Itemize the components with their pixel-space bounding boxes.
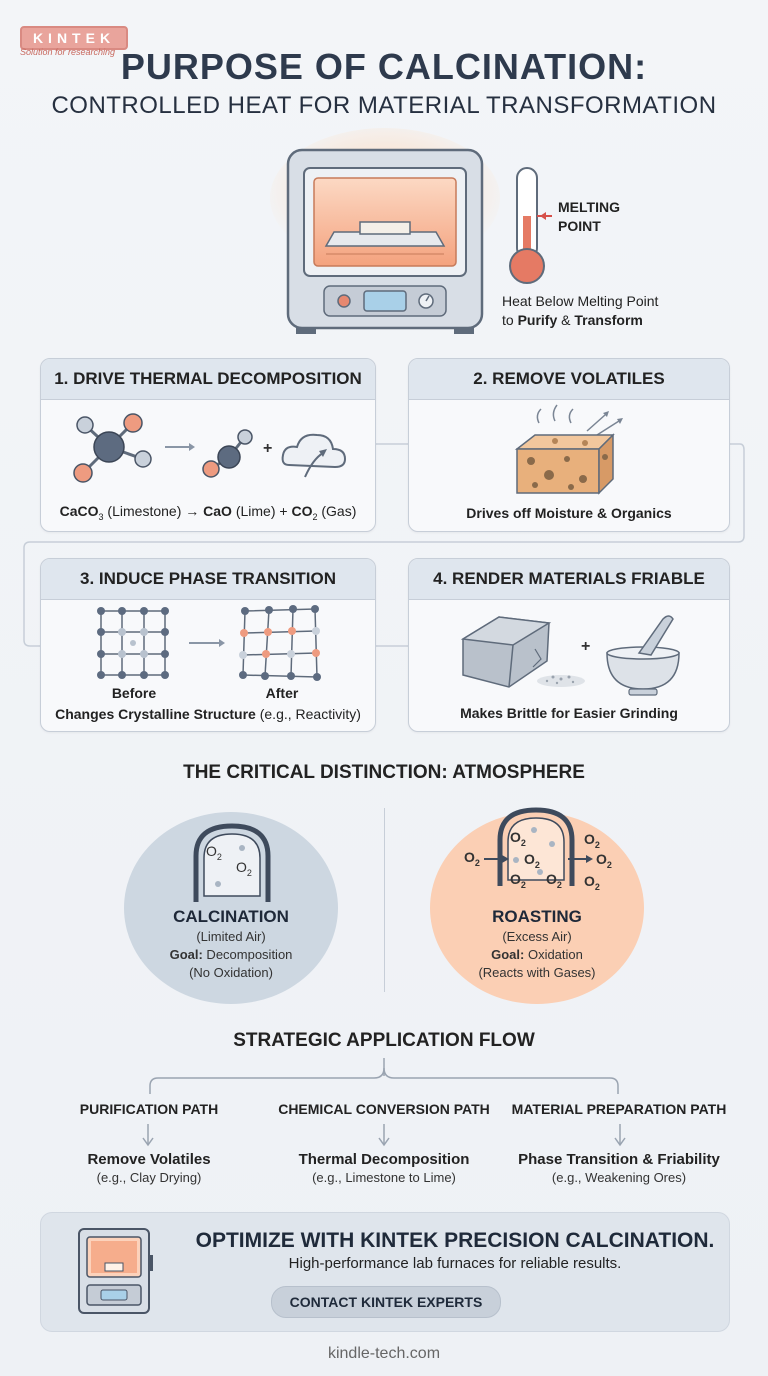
cta-banner: OPTIMIZE WITH KINTEK PRECISION CALCINATI… (40, 1212, 730, 1332)
decomposition-caption: CaCO3 (Limestone) → CaO (Lime) + CO2 (Ga… (59, 503, 357, 522)
flow-path-purification: PURIFICATION PATH Remove Volatiles (e.g.… (79, 1101, 219, 1185)
distinction-title: THE CRITICAL DISTINCTION: ATMOSPHERE (183, 762, 585, 783)
decomposition-molecule-illustration: + (73, 413, 347, 483)
o2-molecule-label: O2 (524, 851, 540, 870)
page-title: PURPOSE OF CALCINATION: (120, 46, 648, 87)
furnace-illustration (270, 128, 500, 334)
o2-molecule-label: O2 (236, 859, 252, 878)
calcination-circle: O2 O2 CALCINATION (Limited Air) Goal: De… (124, 812, 338, 1004)
melting-point-label: MELTING POINT (558, 199, 620, 234)
card-render-friable: 4. RENDER MATERIALS FRIABLE + Makes Brit… (408, 558, 730, 732)
o2-molecule-label: O2 (464, 849, 480, 868)
before-label: Before (111, 685, 157, 701)
volatiles-caption: Drives off Moisture & Organics (466, 505, 672, 521)
svg-text:+: + (263, 440, 272, 457)
crystal-lattice-illustration (97, 605, 321, 681)
o2-molecule-label: O2 (510, 871, 526, 890)
flow-tree-lines (142, 1058, 626, 1147)
card-title: 2. REMOVE VOLATILES (409, 359, 729, 400)
cta-subtitle: High-performance lab furnaces for reliab… (288, 1255, 622, 1272)
gas-in-arrow (484, 855, 509, 863)
phase-caption: Changes Crystalline Structure (e.g., Rea… (55, 706, 361, 722)
o2-molecule-label: O2 (584, 831, 600, 850)
cta-title: OPTIMIZE WITH KINTEK PRECISION CALCINATI… (195, 1229, 715, 1252)
distinction-divider (384, 808, 385, 992)
card-thermal-decomposition: 1. DRIVE THERMAL DECOMPOSITION + CaCO3 (… (40, 358, 376, 532)
after-label: After (265, 685, 299, 701)
flow-title: STRATEGIC APPLICATION FLOW (233, 1030, 535, 1051)
card-title: 1. DRIVE THERMAL DECOMPOSITION (41, 359, 375, 400)
friable-caption: Makes Brittle for Easier Grinding (460, 705, 678, 721)
o2-molecule-label: O2 (584, 873, 600, 892)
gas-out-arrow (568, 855, 593, 863)
brand-tagline: Solution for researching (20, 47, 116, 57)
o2-molecule-label: O2 (206, 843, 222, 862)
card-title: 4. RENDER MATERIALS FRIABLE (409, 559, 729, 600)
page-subtitle: CONTROLLED HEAT FOR MATERIAL TRANSFORMAT… (51, 92, 717, 119)
card-connectors (23, 443, 745, 647)
thermometer-icon (509, 167, 552, 284)
grinding-illustration: + (460, 615, 680, 696)
excess-air-chamber-icon (497, 807, 575, 886)
card-title: 3. INDUCE PHASE TRANSITION (41, 559, 375, 600)
porous-brick-icon (514, 404, 623, 495)
kintek-logo: KINTEK (20, 26, 128, 50)
contact-experts-button[interactable]: CONTACT KINTEK EXPERTS (271, 1286, 501, 1318)
calcination-text: CALCINATION (Limited Air) Goal: Decompos… (169, 907, 293, 980)
o2-molecule-label: O2 (546, 871, 562, 890)
flow-path-chemical-conversion: CHEMICAL CONVERSION PATH Thermal Decompo… (278, 1101, 490, 1185)
limited-air-chamber-icon (193, 823, 271, 902)
svg-text:+: + (581, 638, 590, 655)
card-phase-transition: 3. INDUCE PHASE TRANSITION Before After (40, 558, 376, 732)
footer-url[interactable]: kindle-tech.com (327, 1345, 441, 1362)
flow-path-material-preparation: MATERIAL PREPARATION PATH Phase Transiti… (511, 1101, 727, 1185)
o2-molecule-label: O2 (596, 851, 612, 870)
roasting-circle: O2 O2 O2 O2 O2 O2 O2 O2 ROASTING (Excess… (430, 807, 644, 1004)
roasting-text: ROASTING (Excess Air) Goal: Oxidation (R… (478, 907, 596, 980)
heat-note: Heat Below Melting Point to Purify & Tra… (502, 293, 659, 328)
lab-furnace-icon (78, 1228, 153, 1314)
card-remove-volatiles: 2. REMOVE VOLATILES Drives off Moisture … (408, 358, 730, 532)
o2-molecule-label: O2 (510, 829, 526, 848)
